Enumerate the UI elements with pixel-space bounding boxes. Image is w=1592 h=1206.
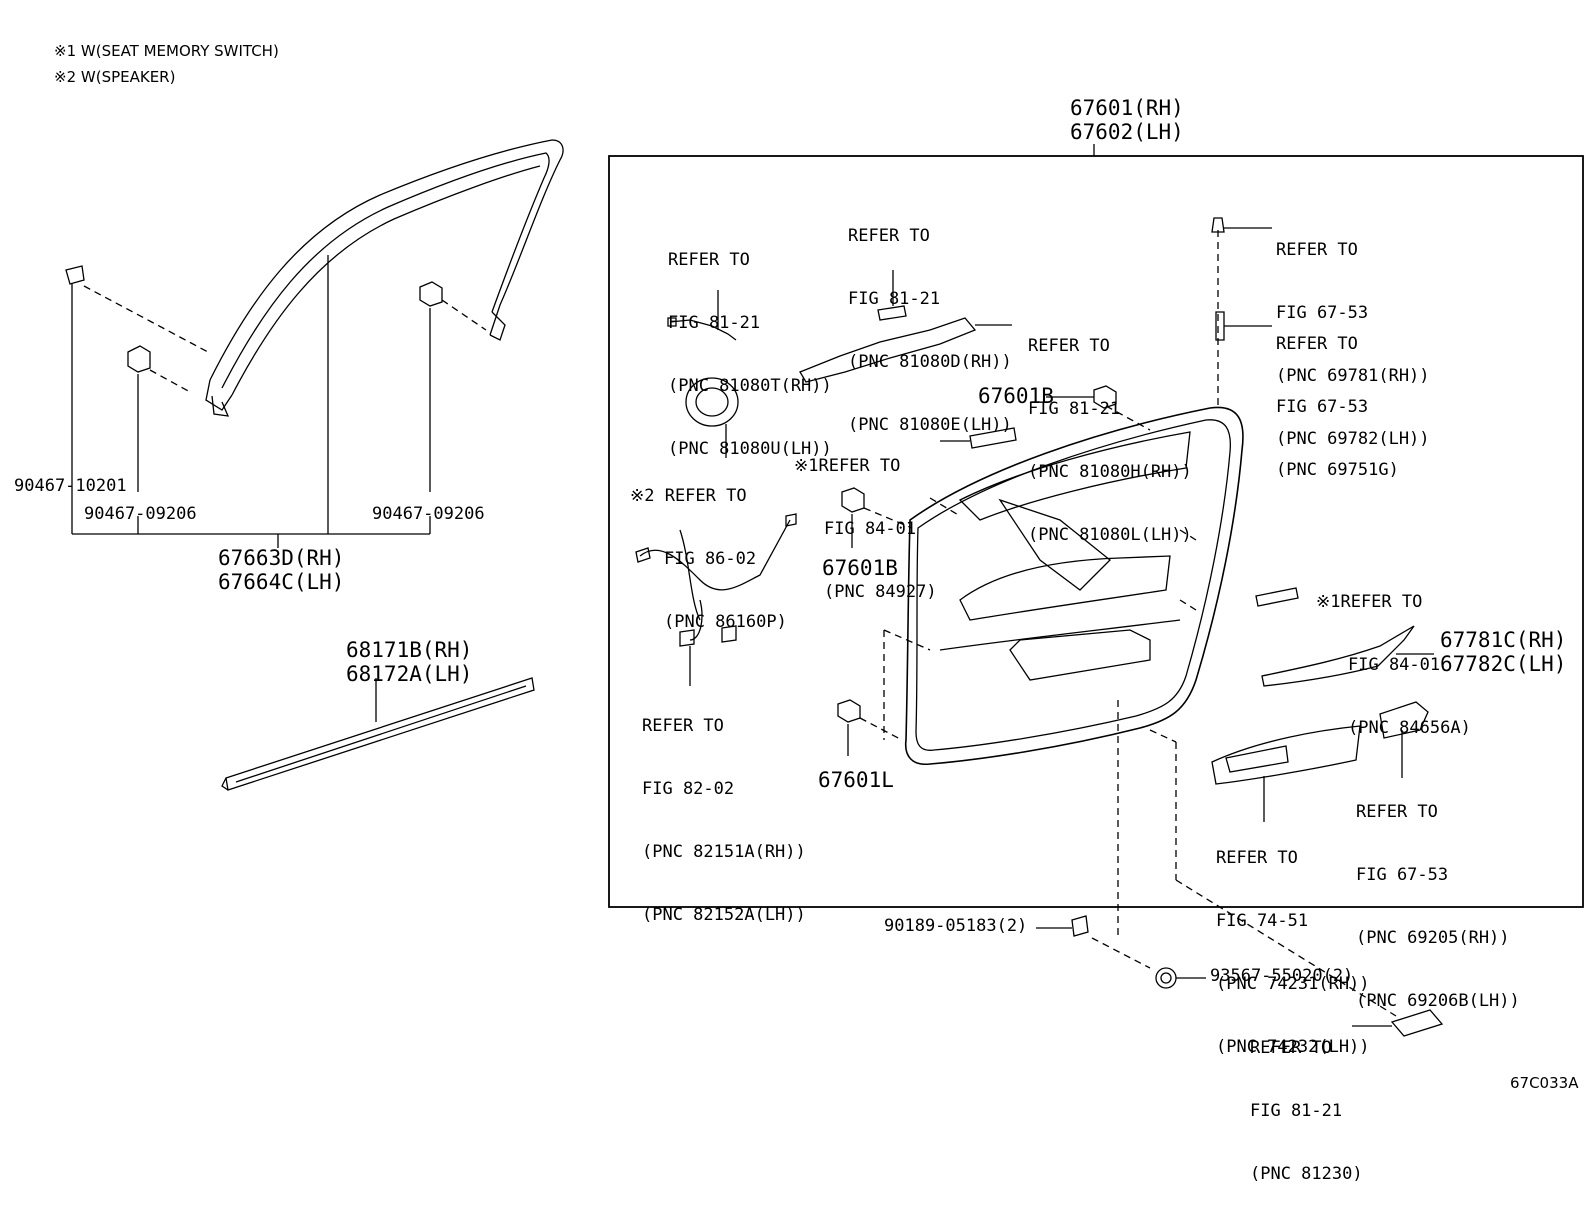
ref-pnc-lh: (PNC 74232(LH)) bbox=[1216, 1037, 1370, 1057]
part-number-67601-rh: 67601(RH) bbox=[1070, 96, 1184, 120]
ref-pnc-rh: (PNC 69205(RH)) bbox=[1356, 928, 1510, 948]
ref-fig: FIG 81-21 bbox=[1250, 1101, 1343, 1121]
ref-block-69205: REFER TO FIG 67-53 (PNC 69205(RH)) (PNC … bbox=[1356, 760, 1520, 1033]
part-number-68172a: 68172A(LH) bbox=[346, 662, 473, 686]
belt-moulding-drawing bbox=[221, 677, 535, 791]
switch-base-drawing bbox=[1211, 725, 1361, 822]
part-number-67781c: 67781C(RH) bbox=[1440, 628, 1567, 652]
part-number-67601b-mid: 67601B bbox=[822, 556, 898, 580]
ref-line: ※2 REFER TO bbox=[630, 486, 747, 506]
ref-pnc: (PNC 84656A) bbox=[1348, 718, 1471, 738]
ref-fig: FIG 84-01 bbox=[824, 519, 917, 539]
ref-block-81080t: REFER TO FIG 81-21 (PNC 81080T(RH)) (PNC… bbox=[668, 208, 832, 481]
ref-pnc-rh: (PNC 74231(RH)) bbox=[1216, 974, 1370, 994]
ref-block-84656a: ※1REFER TO FIG 84-01 (PNC 84656A) bbox=[1316, 550, 1471, 760]
garnish-drawing bbox=[1261, 625, 1415, 687]
ref-block-86160p: ※2 REFER TO FIG 86-02 (PNC 86160P) bbox=[630, 444, 787, 654]
ref-pnc: (PNC 84927) bbox=[824, 582, 937, 602]
ref-line: ※1REFER TO bbox=[794, 456, 901, 476]
ref-pnc: (PNC 69751G) bbox=[1276, 460, 1399, 480]
ref-line: ※1REFER TO bbox=[1316, 592, 1423, 612]
ref-pnc-lh: (PNC 81080E(LH)) bbox=[848, 415, 1012, 435]
ref-line: REFER TO bbox=[1028, 336, 1110, 356]
switch-bezel-drawing bbox=[1379, 701, 1429, 739]
part-number-68171b: 68171B(RH) bbox=[346, 638, 473, 662]
ref-fig: FIG 81-21 bbox=[668, 313, 761, 333]
ref-pnc-rh: (PNC 81080T(RH)) bbox=[668, 376, 832, 396]
ref-block-82151a: REFER TO FIG 82-02 (PNC 82151A(RH)) (PNC… bbox=[642, 674, 806, 947]
wire-harness-drawing bbox=[635, 513, 797, 686]
part-number-90467-09206-b: 90467-09206 bbox=[372, 504, 485, 524]
ref-pnc-lh: (PNC 82152A(LH)) bbox=[642, 905, 806, 925]
part-number-67664c: 67664C(LH) bbox=[218, 570, 345, 594]
note-speaker: ※2 W(SPEAKER) bbox=[54, 68, 176, 86]
ref-fig: FIG 67-53 bbox=[1276, 303, 1369, 323]
ref-line: REFER TO bbox=[1276, 240, 1358, 260]
ref-line: REFER TO bbox=[848, 226, 930, 246]
harness-drawing bbox=[667, 290, 737, 341]
ref-line: REFER TO bbox=[1216, 848, 1298, 868]
assembly-box bbox=[608, 155, 1584, 908]
ref-pnc-rh: (PNC 69781(RH)) bbox=[1276, 366, 1430, 386]
screw-drawing bbox=[1155, 967, 1177, 989]
switch-81080d-drawing bbox=[877, 305, 907, 321]
ref-pnc: (PNC 81230) bbox=[1250, 1164, 1363, 1184]
ref-pnc-lh: (PNC 69782(LH)) bbox=[1276, 429, 1430, 449]
ref-line: REFER TO bbox=[668, 250, 750, 270]
clip-69751g-drawing bbox=[1215, 311, 1225, 341]
ref-fig: FIG 86-02 bbox=[664, 549, 757, 569]
clip-69781-drawing bbox=[1211, 217, 1225, 233]
harness-bar-drawing bbox=[799, 317, 1012, 383]
ref-block-81080h: REFER TO FIG 81-21 (PNC 81080H(RH)) (PNC… bbox=[1028, 294, 1192, 567]
ref-block-69781: REFER TO FIG 67-53 (PNC 69781(RH)) (PNC … bbox=[1276, 198, 1430, 471]
ref-pnc-lh: (PNC 81080U(LH)) bbox=[668, 439, 832, 459]
garnish-81230-drawing bbox=[1390, 1009, 1444, 1037]
ref-fig: FIG 74-51 bbox=[1216, 911, 1309, 931]
ref-fig: FIG 67-53 bbox=[1356, 865, 1449, 885]
part-number-93567-55020: 93567-55020(2) bbox=[1210, 966, 1354, 986]
ref-line: REFER TO bbox=[1250, 1038, 1332, 1058]
note-seat-memory-switch: ※1 W(SEAT MEMORY SWITCH) bbox=[54, 42, 279, 60]
ref-fig: FIG 84-01 bbox=[1348, 655, 1441, 675]
ref-pnc: (PNC 86160P) bbox=[664, 612, 787, 632]
weatherstrip-drawing bbox=[205, 139, 564, 417]
ref-fig: FIG 67-53 bbox=[1276, 397, 1369, 417]
part-number-67601b-top: 67601B bbox=[978, 384, 1054, 408]
part-number-67602-lh: 67602(LH) bbox=[1070, 120, 1184, 144]
part-number-67782c: 67782C(LH) bbox=[1440, 652, 1567, 676]
switch-84656a-drawing bbox=[1255, 587, 1299, 607]
ref-pnc-rh: (PNC 81080D(RH)) bbox=[848, 352, 1012, 372]
ref-pnc-lh: (PNC 69206B(LH)) bbox=[1356, 991, 1520, 1011]
ref-block-69751g: REFER TO FIG 67-53 (PNC 69751G) bbox=[1276, 292, 1399, 502]
nut-drawing bbox=[1071, 915, 1089, 937]
figure-code: 67C033A bbox=[1510, 1074, 1579, 1092]
part-number-90189-05183: 90189-05183(2) bbox=[884, 916, 1028, 936]
clip-67601l-drawing bbox=[837, 699, 861, 723]
leader-lines-left bbox=[71, 255, 487, 548]
ref-block-81230: REFER TO FIG 81-21 (PNC 81230) bbox=[1250, 996, 1363, 1206]
ref-block-81080d: REFER TO FIG 81-21 (PNC 81080D(RH)) (PNC… bbox=[848, 184, 1012, 457]
memory-switch-drawing bbox=[969, 427, 1017, 449]
ref-line: REFER TO bbox=[1356, 802, 1438, 822]
ref-fig: FIG 81-21 bbox=[1028, 399, 1121, 419]
part-number-90467-10201: 90467-10201 bbox=[14, 476, 127, 496]
ref-pnc-rh: (PNC 82151A(RH)) bbox=[642, 842, 806, 862]
ref-fig: FIG 82-02 bbox=[642, 779, 735, 799]
leader-lines-box bbox=[859, 230, 1397, 1017]
part-number-67663d: 67663D(RH) bbox=[218, 546, 345, 570]
ref-pnc-rh: (PNC 81080H(RH)) bbox=[1028, 462, 1192, 482]
ref-line: REFER TO bbox=[642, 716, 724, 736]
parts-diagram bbox=[65, 139, 1584, 1037]
clip-67601b-top-drawing bbox=[1093, 385, 1117, 409]
ref-line: REFER TO bbox=[1276, 334, 1358, 354]
ref-block-74231: REFER TO FIG 74-51 (PNC 74231(RH)) (PNC … bbox=[1216, 806, 1370, 1079]
clip-drawings-left bbox=[65, 265, 443, 373]
ref-pnc-lh: (PNC 81080L(LH)) bbox=[1028, 525, 1192, 545]
door-trim-panel-drawing bbox=[904, 406, 1244, 765]
ref-block-84927: ※1REFER TO FIG 84-01 (PNC 84927) bbox=[794, 414, 937, 624]
part-number-90467-09206-a: 90467-09206 bbox=[84, 504, 197, 524]
speaker-drawing bbox=[685, 377, 739, 458]
ref-fig: FIG 81-21 bbox=[848, 289, 941, 309]
part-number-67601l: 67601L bbox=[818, 768, 894, 792]
